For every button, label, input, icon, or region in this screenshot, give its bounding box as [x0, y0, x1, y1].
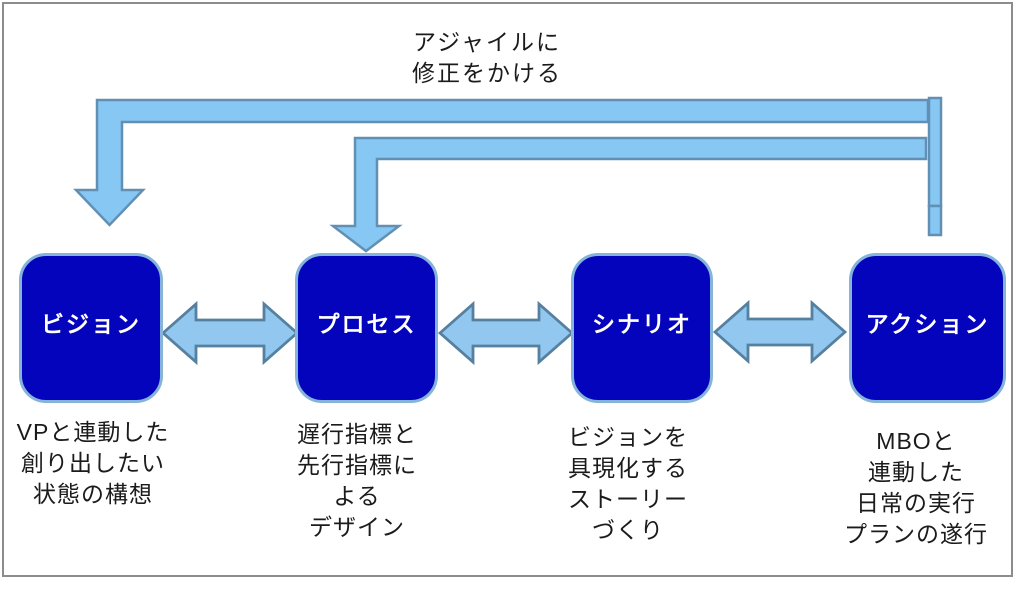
left-right-double-arrow-process-scenario: [437, 300, 575, 366]
caption-scenario: ビジョンを 具現化する ストーリー づくり: [568, 424, 688, 543]
node-vision-label: ビジョン: [41, 311, 141, 337]
caption-process: 遅行指標と 先行指標に よる デザイン: [297, 421, 417, 540]
node-scenario: シナリオ: [571, 253, 713, 403]
node-action: アクション: [849, 253, 1006, 403]
node-action-label: アクション: [865, 311, 990, 337]
caption-action: MBOと 連動した 日常の実行 プランの遂行: [844, 428, 988, 547]
left-right-double-arrow-vision-process: [160, 300, 300, 366]
left-right-double-arrow-scenario-action: [712, 299, 848, 365]
node-process: プロセス: [295, 253, 438, 403]
node-scenario-label: シナリオ: [592, 311, 692, 337]
node-vision: ビジョン: [19, 253, 163, 403]
elbow-down-arrow-to-process: [329, 136, 928, 253]
elbow-down-arrow-to-vision: [73, 98, 930, 227]
caption-vision: VPと連動した 創り出したい 状態の構想: [16, 419, 170, 507]
node-process-label: プロセス: [316, 311, 417, 337]
feedback-loop-label: アジャイルに 修正をかける: [412, 29, 562, 86]
feedback-arrow-tail-upper: [927, 96, 943, 208]
feedback-arrow-tail-lower: [927, 204, 943, 237]
